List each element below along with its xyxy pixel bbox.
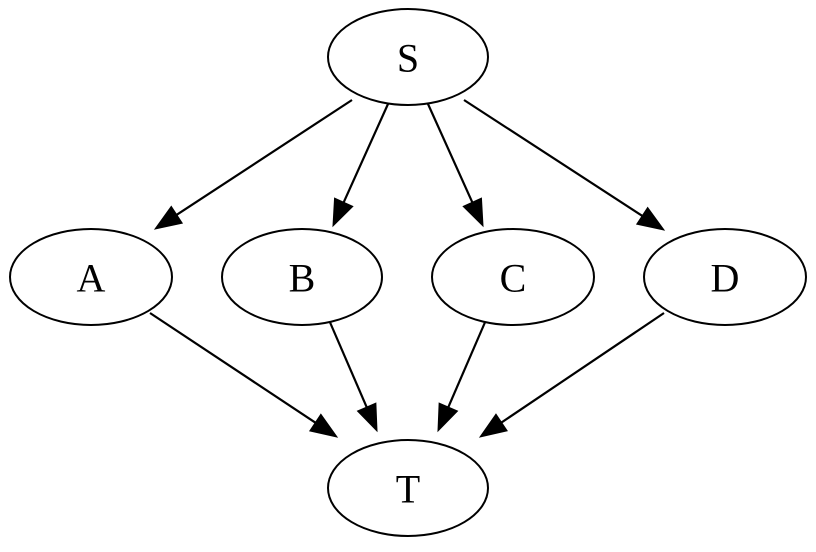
node-shape-ellipse[interactable] [327, 439, 489, 537]
edge-s-to-c [426, 103, 484, 228]
arrowhead-icon [462, 197, 484, 228]
node-shape-ellipse[interactable] [9, 228, 173, 326]
node-b[interactable]: B [221, 228, 383, 326]
node-t[interactable]: T [327, 439, 489, 537]
arrowhead-icon [478, 413, 508, 438]
node-shape-ellipse[interactable] [431, 228, 595, 326]
node-label: S [397, 36, 419, 81]
edges-layer [149, 99, 666, 438]
edge-line [444, 319, 488, 414]
node-shape-ellipse[interactable] [643, 228, 807, 326]
edge-s-to-d [463, 99, 666, 231]
node-label: B [289, 256, 316, 301]
node-c[interactable]: C [431, 228, 595, 326]
edge-c-to-t [437, 319, 488, 433]
edge-line [495, 312, 665, 427]
edge-line [340, 103, 390, 209]
node-label: D [711, 256, 740, 301]
edge-line [426, 103, 476, 209]
node-label: A [77, 256, 106, 301]
node-s[interactable]: S [327, 8, 489, 106]
arrowhead-icon [332, 197, 354, 228]
edge-line [463, 99, 648, 221]
edge-b-to-t [327, 319, 378, 433]
arrowhead-icon [437, 402, 459, 433]
edge-d-to-t [478, 312, 665, 438]
edge-line [149, 312, 321, 427]
arrowhead-icon [635, 206, 666, 231]
edge-line [171, 99, 353, 219]
arrowhead-icon [153, 205, 184, 230]
node-a[interactable]: A [9, 228, 173, 326]
edge-s-to-b [332, 103, 390, 228]
node-label: C [500, 256, 527, 301]
node-d[interactable]: D [643, 228, 807, 326]
node-shape-ellipse[interactable] [327, 8, 489, 106]
nodes-layer: S A B C D T [9, 8, 807, 537]
edge-line [327, 319, 371, 414]
arrowhead-icon [356, 402, 378, 433]
node-shape-ellipse[interactable] [221, 228, 383, 326]
arrowhead-icon [308, 413, 339, 438]
edge-s-to-a [153, 99, 353, 230]
edge-a-to-t [149, 312, 339, 438]
node-label: T [396, 467, 420, 512]
